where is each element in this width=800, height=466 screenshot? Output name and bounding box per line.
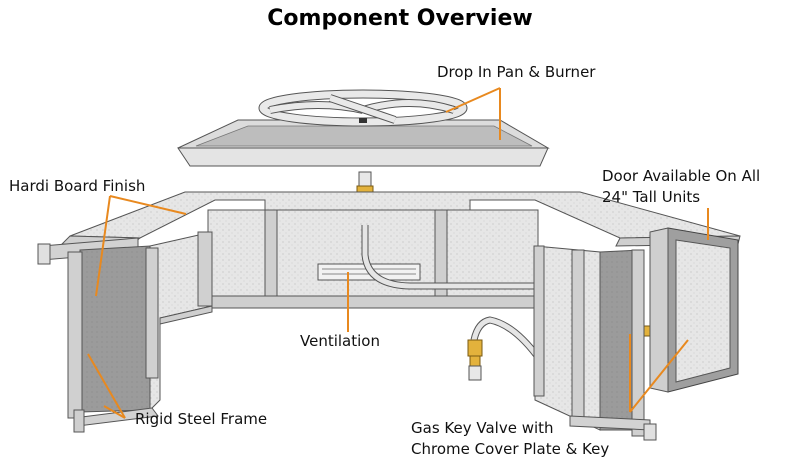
left-steel-frame [37, 231, 213, 433]
leader-lines [87, 87, 709, 419]
leader-hardi-1 [109, 195, 187, 215]
label-valve-line-1: Gas Key Valve with [411, 419, 554, 437]
leader-frame-2 [103, 405, 126, 419]
leader-frame-1 [87, 353, 126, 419]
leader-valve-2 [629, 339, 689, 413]
label-ventilation: Ventilation [300, 332, 380, 350]
loose-gas-fitting [467, 339, 483, 381]
label-rigid-steel-frame: Rigid Steel Frame [135, 410, 268, 428]
label-drop-in-pan-burner: Drop In Pan & Burner [437, 63, 596, 81]
label-door-line-2: 24" Tall Units [602, 188, 701, 206]
access-door [649, 227, 739, 393]
burner-ring [258, 89, 468, 127]
leader-pan-burner [445, 87, 501, 113]
drop-in-pan [177, 119, 550, 167]
diagram-title: Component Overview [267, 6, 533, 31]
right-steel-frame [533, 245, 657, 441]
label-hardi-board-finish: Hardi Board Finish [9, 177, 146, 195]
leader-hardi-2 [95, 195, 111, 297]
back-panel [207, 209, 539, 309]
label-valve-line-2: Chrome Cover Plate & Key [411, 440, 610, 458]
label-door-line-1: Door Available On All [602, 167, 761, 185]
